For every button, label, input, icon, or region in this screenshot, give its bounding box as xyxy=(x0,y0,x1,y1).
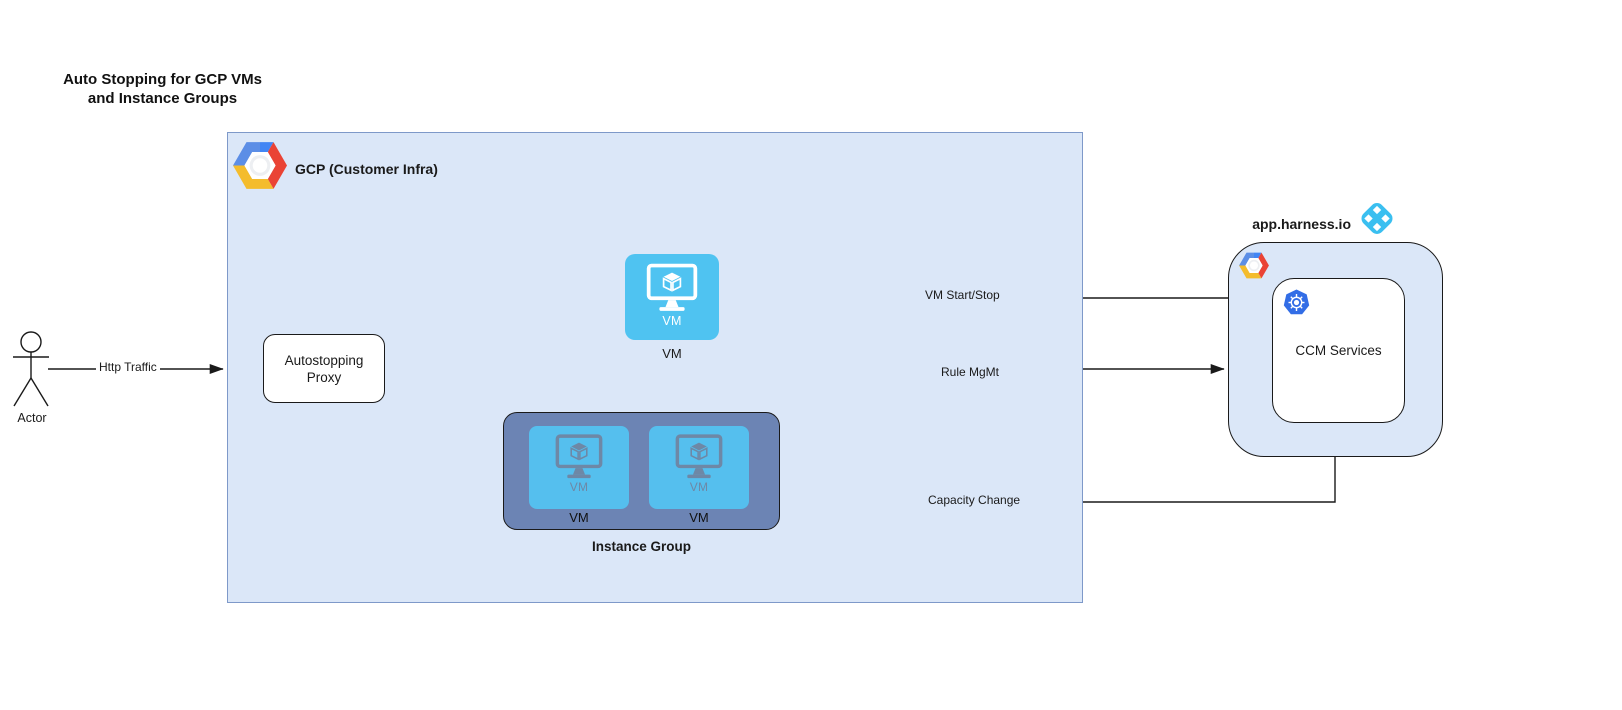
gcp-container-label: GCP (Customer Infra) xyxy=(295,161,438,177)
vm-node-label: VM xyxy=(662,346,682,361)
edge-label-vm-start-stop: VM Start/Stop xyxy=(922,288,1003,303)
vm-icon-text: VM xyxy=(662,314,682,328)
page-title: Auto Stopping for GCP VMs and Instance G… xyxy=(40,70,285,108)
instance-group-vm-label: VM xyxy=(569,510,589,525)
harness-label: app.harness.io xyxy=(1252,216,1351,232)
ccm-services-label: CCM Services xyxy=(1295,343,1382,358)
actor-figure xyxy=(13,331,49,407)
instance-group-container: VM VM VM VM xyxy=(503,412,780,530)
vm-monitor-icon xyxy=(553,434,605,479)
kubernetes-icon xyxy=(1283,289,1310,316)
page-title-line2: and Instance Groups xyxy=(87,90,238,107)
harness-logo-icon xyxy=(1357,198,1397,239)
instance-group-vm-node: VM xyxy=(529,426,629,509)
autostopping-proxy-node: Autostopping Proxy xyxy=(263,334,385,403)
gcp-logo-icon xyxy=(1239,252,1269,279)
edge-label-capacity-change: Capacity Change xyxy=(925,493,1024,508)
instance-group-vm-label: VM xyxy=(689,510,709,525)
gcp-logo-icon xyxy=(233,141,287,190)
vm-node: VM xyxy=(625,254,719,340)
vm-monitor-icon xyxy=(644,263,700,312)
vm-monitor-icon xyxy=(673,434,725,479)
instance-group-label: Instance Group xyxy=(591,539,691,554)
edge-label-http-traffic: Http Traffic xyxy=(96,360,160,375)
page-title-line1: Auto Stopping for GCP VMs xyxy=(63,71,262,88)
edge-label-rule-mgmt: Rule MgMt xyxy=(938,365,1003,380)
vm-icon-text: VM xyxy=(569,480,589,494)
vm-icon-text: VM xyxy=(689,480,709,494)
ccm-services-node xyxy=(1272,278,1405,423)
autostopping-proxy-label: Autostopping Proxy xyxy=(284,352,364,385)
instance-group-vm-node: VM xyxy=(649,426,749,509)
actor-label: Actor xyxy=(17,411,47,425)
